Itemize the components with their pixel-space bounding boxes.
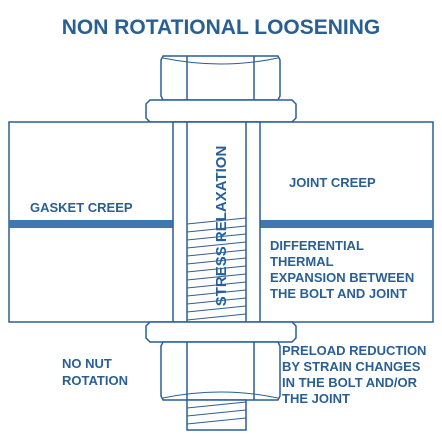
stress-relaxation-label-group: STRESS RELAXATION xyxy=(213,146,230,307)
stress-relaxation-label: STRESS RELAXATION xyxy=(213,146,230,307)
no-nut-rotation-label: NO NUT ROTATION xyxy=(62,356,128,388)
differential-thermal-label: DIFFERENTIAL THERMAL EXPANSION BETWEEN T… xyxy=(270,238,414,301)
differential-thermal-line-2: THERMAL xyxy=(270,254,334,269)
joint-creep-label: JOINT CREEP xyxy=(289,175,376,190)
diagram-title: NON ROTATIONAL LOOSENING xyxy=(62,16,381,39)
gasket-band xyxy=(9,220,433,228)
differential-thermal-line-3: EXPANSION BETWEEN xyxy=(270,270,414,285)
preload-reduction-label: PRELOAD REDUCTION BY STRAIN CHANGES IN T… xyxy=(282,343,426,406)
bolt-thread xyxy=(186,217,247,321)
differential-thermal-line-1: DIFFERENTIAL xyxy=(270,238,364,253)
preload-reduction-line-2: BY STRAIN CHANGES xyxy=(282,359,421,374)
preload-reduction-line-1: PRELOAD REDUCTION xyxy=(282,343,426,358)
nut xyxy=(145,321,297,401)
preload-reduction-line-4: THE JOINT xyxy=(282,391,350,406)
bolt-tail xyxy=(186,399,247,431)
gasket-creep-label: GASKET CREEP xyxy=(30,200,133,215)
differential-thermal-line-4: THE BOLT AND JOINT xyxy=(270,286,407,301)
bolt-head xyxy=(145,55,297,123)
preload-reduction-line-3: IN THE BOLT AND/OR xyxy=(282,375,418,390)
no-nut-rotation-line-2: ROTATION xyxy=(62,373,128,388)
no-nut-rotation-line-1: NO NUT xyxy=(62,356,112,371)
